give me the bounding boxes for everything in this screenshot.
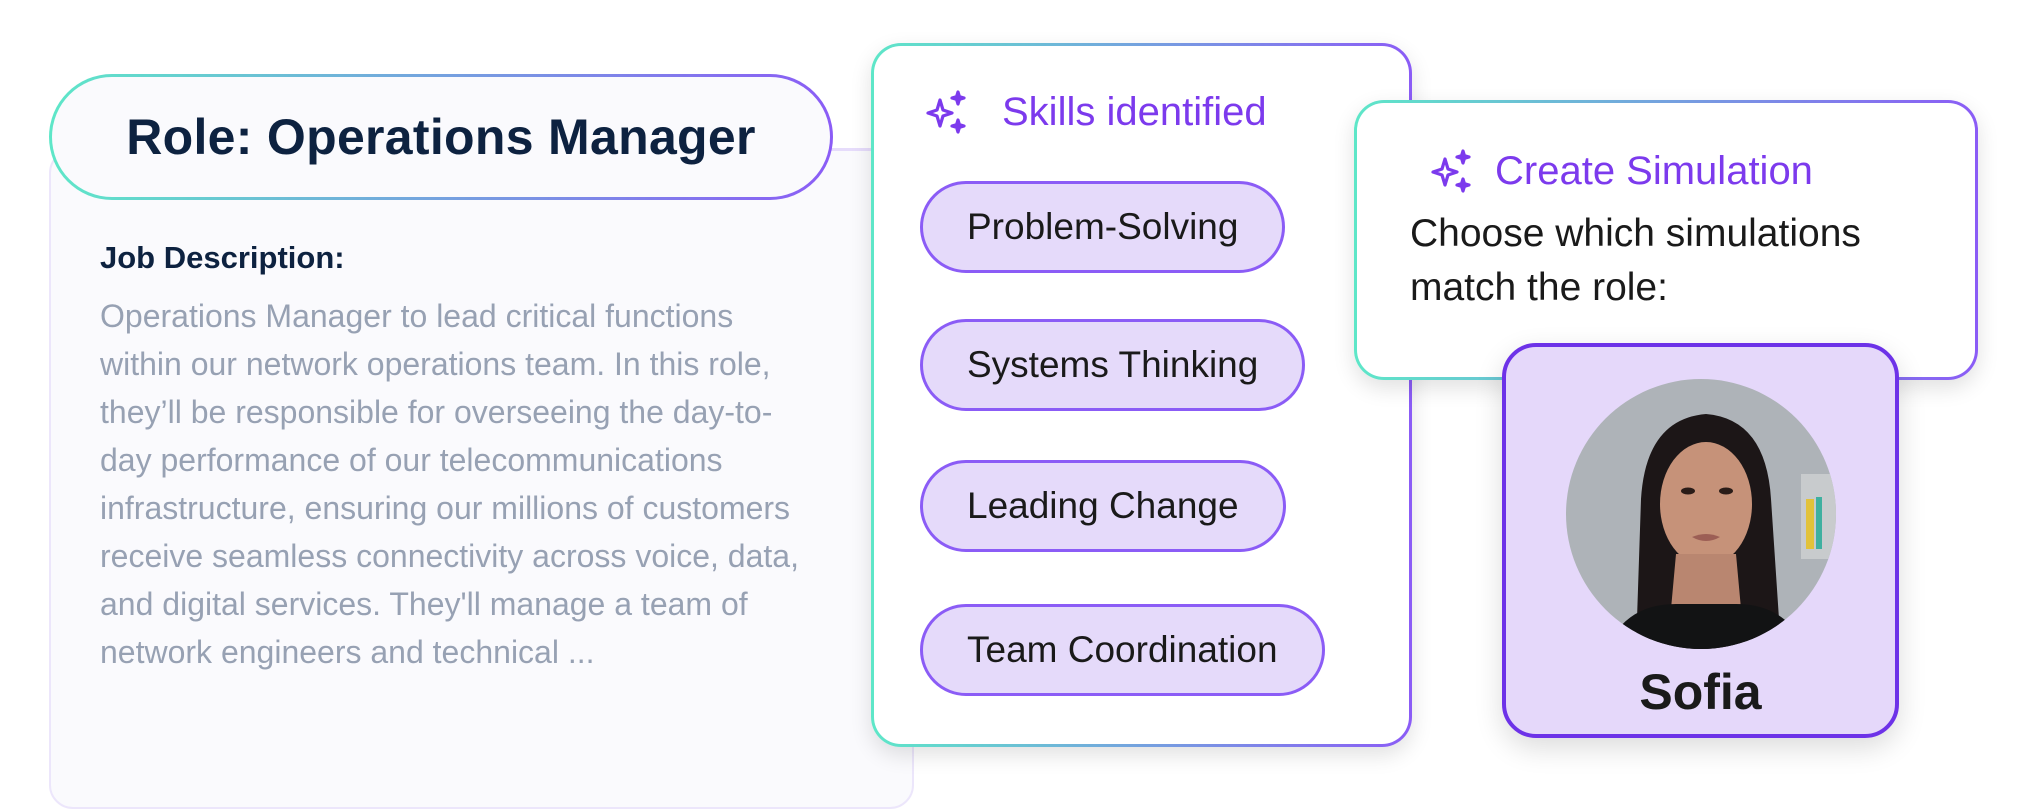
connector-line bbox=[830, 148, 875, 151]
avatar bbox=[1566, 379, 1836, 649]
persona-name: Sofia bbox=[1639, 664, 1762, 720]
simulation-header: Create Simulation bbox=[1429, 147, 1813, 195]
job-description-panel bbox=[49, 149, 914, 809]
job-description-text: Operations Manager to lead critical func… bbox=[100, 298, 799, 670]
job-description-label: Job Description: bbox=[100, 240, 345, 275]
role-pill: Role: Operations Manager bbox=[49, 74, 833, 200]
simulation-header-label: Create Simulation bbox=[1495, 148, 1813, 193]
sparkles-icon bbox=[1431, 149, 1471, 193]
skills-header-label: Skills identified bbox=[1002, 89, 1267, 134]
simulation-prompt: Choose which simulations match the role: bbox=[1410, 212, 1861, 309]
sparkles-icon bbox=[926, 90, 966, 134]
skill-chip[interactable]: Systems Thinking bbox=[920, 319, 1306, 411]
skills-card: Skills identified Problem-Solving System… bbox=[871, 43, 1412, 747]
skill-chip[interactable]: Leading Change bbox=[920, 460, 1286, 552]
role-title: Role: Operations Manager bbox=[126, 109, 756, 165]
persona-card-sofia[interactable]: Sofia bbox=[1502, 343, 1899, 738]
skill-chip[interactable]: Problem-Solving bbox=[920, 181, 1286, 273]
skills-header: Skills identified bbox=[924, 88, 1267, 136]
create-simulation-card: Create Simulation Choose which simulatio… bbox=[1354, 100, 1978, 380]
skill-chip[interactable]: Team Coordination bbox=[920, 604, 1325, 696]
